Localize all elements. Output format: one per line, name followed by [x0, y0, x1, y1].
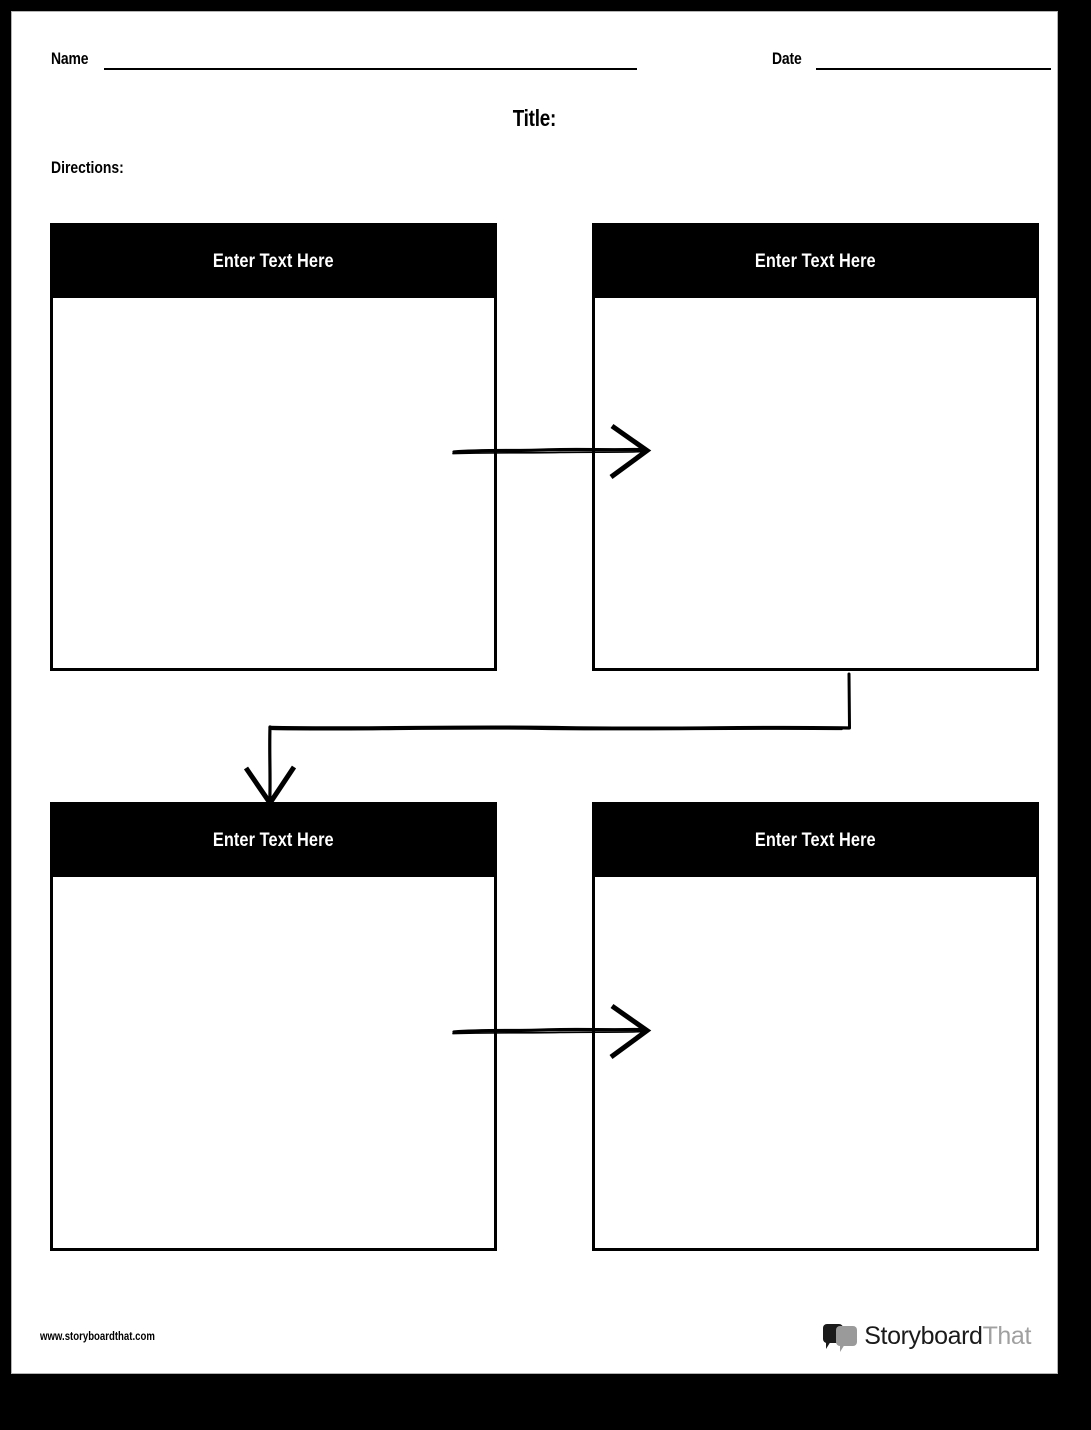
storyboardthat-logo[interactable]: StoryboardThat: [823, 1322, 1031, 1352]
name-label: Name: [51, 49, 89, 68]
page-title: Title:: [12, 105, 1057, 132]
brand-word-secondary: That: [982, 1322, 1032, 1350]
date-input-rule[interactable]: [816, 68, 1051, 70]
paper-surface: Name Date Title: Directions: Enter Text …: [12, 12, 1057, 1373]
arrow-elbow-icon: [243, 672, 851, 808]
cell-bottom-right[interactable]: Enter Text Here: [592, 802, 1039, 1251]
cell-bottom-right-header[interactable]: Enter Text Here: [595, 805, 1036, 877]
cell-bottom-left[interactable]: Enter Text Here: [50, 802, 497, 1251]
arrow-right-icon-bottom: [452, 1003, 652, 1060]
cell-top-left-header[interactable]: Enter Text Here: [53, 226, 494, 298]
name-input-rule[interactable]: [104, 68, 637, 70]
arrow-right-icon-top: [452, 423, 652, 480]
cell-top-left[interactable]: Enter Text Here: [50, 223, 497, 671]
cell-top-right-header[interactable]: Enter Text Here: [595, 226, 1036, 298]
brand-wordmark: StoryboardThat: [864, 1322, 1031, 1351]
date-label: Date: [772, 49, 802, 68]
cell-top-right[interactable]: Enter Text Here: [592, 223, 1039, 671]
speech-bubble-icon: [823, 1323, 858, 1352]
brand-word-primary: Storyboard: [864, 1322, 983, 1350]
page-title-text: Title:: [512, 105, 557, 131]
cell-bottom-left-header[interactable]: Enter Text Here: [53, 805, 494, 877]
directions-label: Directions:: [51, 158, 124, 177]
cell-top-right-header-text: Enter Text Here: [755, 251, 876, 272]
worksheet-page: Name Date Title: Directions: Enter Text …: [11, 11, 1058, 1374]
cell-bottom-left-header-text: Enter Text Here: [213, 830, 334, 851]
speech-bubble-front-icon: [836, 1325, 858, 1352]
cell-bottom-right-header-text: Enter Text Here: [755, 830, 876, 851]
cell-top-left-header-text: Enter Text Here: [213, 251, 334, 272]
footer-url[interactable]: www.storyboardthat.com: [40, 1329, 155, 1343]
